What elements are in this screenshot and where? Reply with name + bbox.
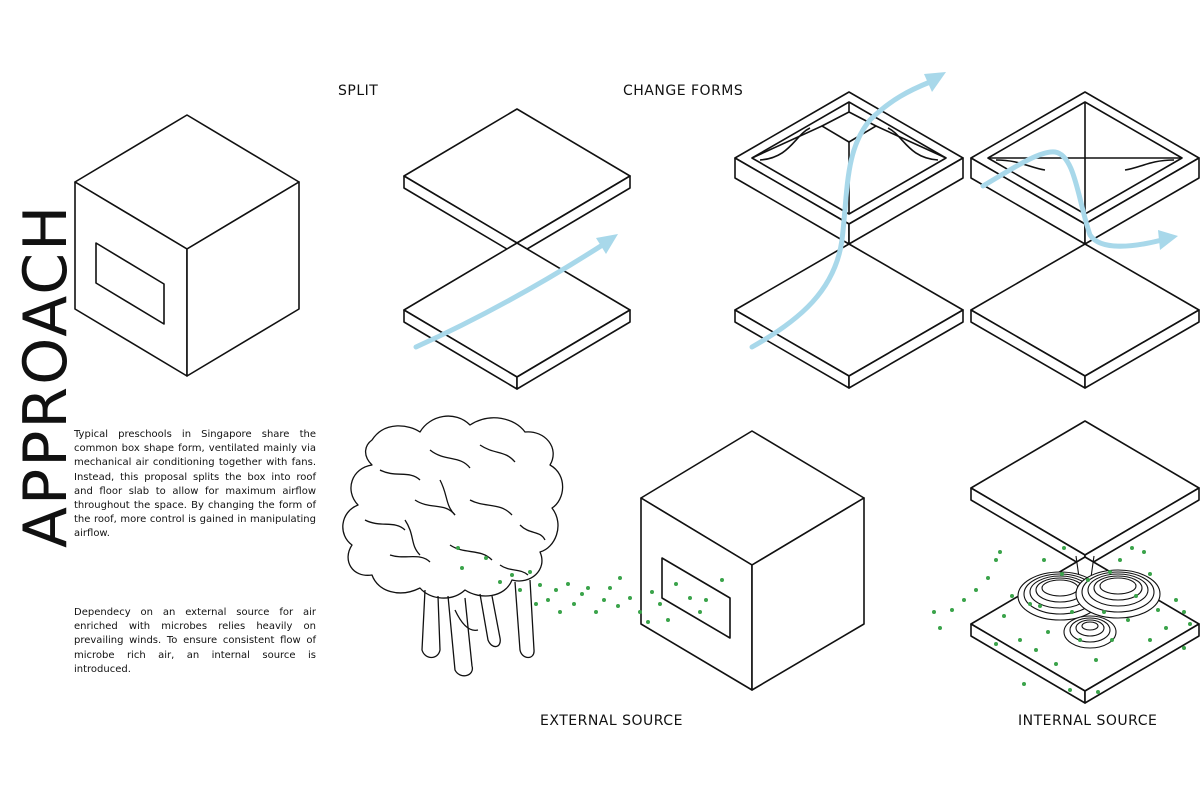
microbe-dot-icon — [538, 583, 542, 587]
microbe-dot-icon — [950, 608, 954, 612]
microbe-dot-icon — [1148, 572, 1152, 576]
microbe-dot-icon — [1096, 690, 1100, 694]
microbe-dot-icon — [1060, 572, 1064, 576]
microbe-dot-icon — [986, 576, 990, 580]
microbe-dot-icon — [1002, 614, 1006, 618]
microbe-dot-icon — [528, 570, 532, 574]
microbe-dot-icon — [1174, 598, 1178, 602]
microbe-dot-icon — [938, 626, 942, 630]
internal-source-label: INTERNAL SOURCE — [1018, 713, 1158, 729]
roof-icon — [970, 91, 1200, 245]
microbe-dot-icon — [546, 598, 550, 602]
microbe-dot-icon — [1188, 622, 1192, 626]
microbe-dot-icon — [1022, 682, 1026, 686]
tree-icon — [342, 415, 564, 677]
microbe-dot-icon — [688, 596, 692, 600]
microbe-dot-icon — [1108, 570, 1112, 574]
microbe-dot-icon — [1078, 638, 1082, 642]
microbe-dot-icon — [580, 592, 584, 596]
sculpture-icon — [1017, 555, 1161, 649]
microbe-dot-icon — [674, 582, 678, 586]
microbe-dot-icon — [1130, 546, 1134, 550]
microbe-dot-icon — [658, 602, 662, 606]
microbe-dot-icon — [518, 588, 522, 592]
microbe-dot-icon — [1070, 610, 1074, 614]
microbe-dot-icon — [618, 576, 622, 580]
microbe-dot-icon — [460, 566, 464, 570]
change-forms-label: CHANGE FORMS — [623, 83, 744, 99]
slab-icon — [403, 242, 631, 390]
split-label: SPLIT — [338, 83, 379, 99]
microbe-dot-icon — [994, 558, 998, 562]
microbe-dot-icon — [1038, 604, 1042, 608]
source-paragraph: Dependecy on an external source for air … — [74, 607, 316, 675]
microbe-dot-icon — [1010, 594, 1014, 598]
microbe-dot-icon — [498, 580, 502, 584]
microbe-dot-icon — [698, 610, 702, 614]
microbe-dot-icon — [510, 573, 514, 577]
microbe-dot-icon — [994, 642, 998, 646]
microbe-dot-icon — [608, 586, 612, 590]
microbe-dot-icon — [1182, 646, 1186, 650]
microbe-dot-icon — [720, 578, 724, 582]
microbe-dot-icon — [1042, 558, 1046, 562]
microbe-dot-icon — [1102, 610, 1106, 614]
microbe-dot-icon — [572, 602, 576, 606]
microbe-dot-icon — [566, 582, 570, 586]
roof-icon — [734, 91, 964, 245]
microbe-dot-icon — [1068, 688, 1072, 692]
microbe-dot-icon — [616, 604, 620, 608]
microbe-dot-icon — [1118, 558, 1122, 562]
microbe-dot-icon — [456, 546, 460, 550]
microbe-dot-icon — [646, 620, 650, 624]
microbe-dot-icon — [932, 610, 936, 614]
microbe-dot-icon — [1028, 602, 1032, 606]
microbe-dot-icon — [974, 588, 978, 592]
microbe-dot-icon — [558, 610, 562, 614]
slab-icon — [734, 243, 964, 389]
box-icon — [74, 114, 300, 377]
microbe-dot-icon — [594, 610, 598, 614]
airflow-arrow-icon — [413, 234, 618, 350]
microbe-dot-icon — [1134, 594, 1138, 598]
microbe-dot-icon — [628, 596, 632, 600]
microbe-dot-icon — [1054, 662, 1058, 666]
slab-icon — [970, 420, 1200, 568]
microbe-dot-icon — [1182, 610, 1186, 614]
microbe-dot-icon — [1164, 626, 1168, 630]
slab-icon — [970, 243, 1200, 389]
airflow-arrow-icon — [749, 72, 946, 350]
microbe-dot-icon — [638, 610, 642, 614]
microbe-dot-icon — [650, 590, 654, 594]
microbe-dot-icon — [1148, 638, 1152, 642]
box-icon — [640, 430, 865, 691]
microbe-dot-icon — [1110, 638, 1114, 642]
microbe-dot-icon — [704, 598, 708, 602]
microbe-dot-icon — [586, 586, 590, 590]
microbe-dot-icon — [1086, 578, 1090, 582]
airflow-arrow-icon — [980, 149, 1178, 250]
intro-paragraph: Typical preschools in Singapore share th… — [74, 429, 316, 540]
microbe-dot-icon — [554, 588, 558, 592]
microbe-dot-icon — [1094, 658, 1098, 662]
microbe-dot-icon — [1126, 618, 1130, 622]
microbe-dot-icon — [1062, 546, 1066, 550]
microbe-dot-icon — [1034, 648, 1038, 652]
microbe-dot-icon — [1156, 608, 1160, 612]
external-source-label: EXTERNAL SOURCE — [540, 713, 683, 729]
slab-icon — [403, 108, 631, 256]
microbe-dot-icon — [1046, 630, 1050, 634]
microbe-dot-icon — [1142, 550, 1146, 554]
microbe-dot-icon — [1018, 638, 1022, 642]
microbe-dot-icon — [484, 556, 488, 560]
microbe-dot-icon — [998, 550, 1002, 554]
microbe-dot-icon — [962, 598, 966, 602]
microbe-dot-icon — [602, 598, 606, 602]
microbe-dot-group — [456, 546, 1192, 694]
microbe-dot-icon — [666, 618, 670, 622]
microbe-dot-icon — [534, 602, 538, 606]
